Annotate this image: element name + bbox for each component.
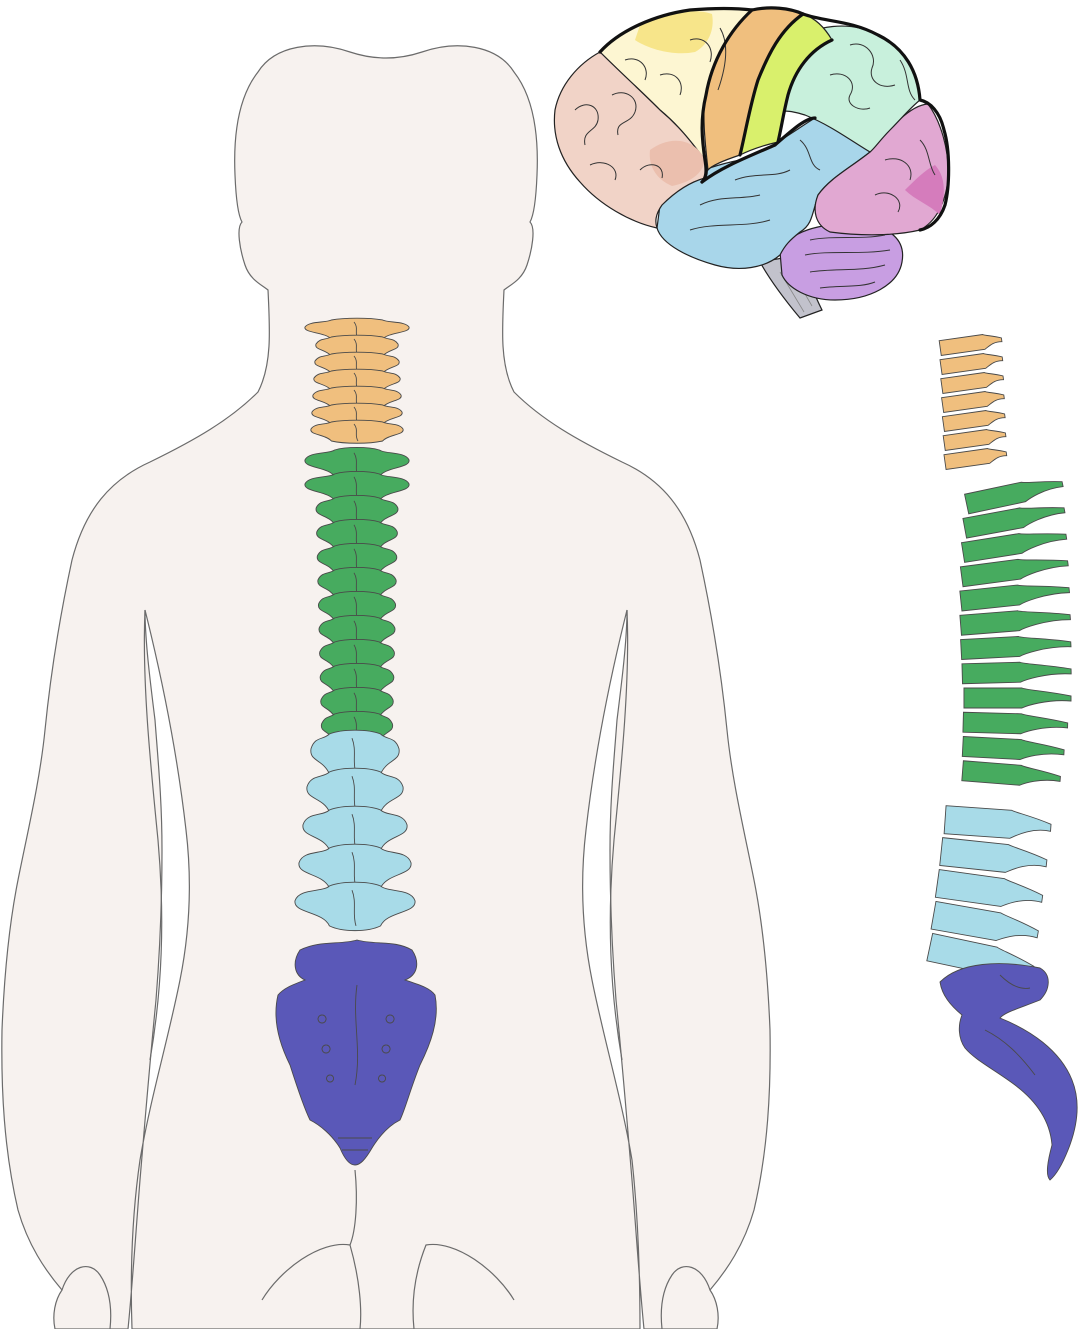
- human-back-silhouette: [2, 46, 770, 1329]
- side-thoracic-vertebra: [960, 607, 1071, 636]
- side-sacrum: [940, 964, 1077, 1180]
- side-thoracic-vertebra: [962, 761, 1061, 789]
- spine-side-view: [927, 332, 1077, 1180]
- side-cervical-vertebra: [939, 332, 1002, 355]
- side-lumbar-vertebra: [944, 806, 1052, 841]
- body-outline: [2, 46, 770, 1329]
- side-thoracic-vertebra: [963, 712, 1068, 735]
- brain-illustration: [554, 8, 948, 318]
- side-thoracic-vertebra: [964, 688, 1071, 708]
- side-thoracic-vertebra: [962, 736, 1064, 761]
- side-thoracic-vertebra: [961, 634, 1072, 660]
- side-thoracic-vertebra: [962, 661, 1071, 684]
- side-lumbar-vertebra: [940, 838, 1048, 877]
